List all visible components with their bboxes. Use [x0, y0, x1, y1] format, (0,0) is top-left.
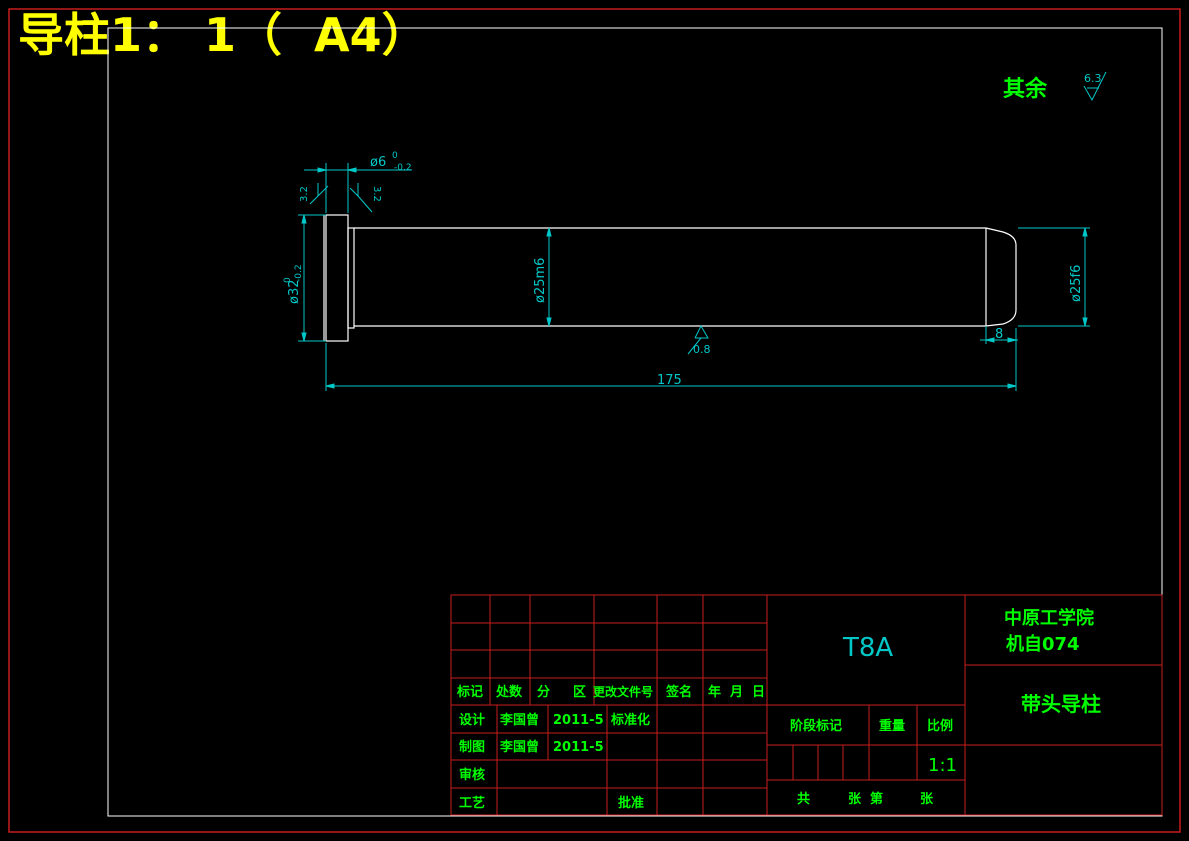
design-label: 设计 — [459, 712, 485, 728]
scale-value: 1:1 — [928, 755, 957, 776]
dimension-texts: ø6 0 -0.2 3.2 3.2 ø32 0 -0.2 ø25m6 ø25f6… — [283, 151, 1084, 388]
head-diameter-text: ø32 — [287, 280, 302, 305]
drawing-label: 制图 — [459, 739, 485, 755]
review-label: 审核 — [459, 767, 485, 783]
approve-label: 批准 — [618, 795, 644, 811]
stage-mark-label: 阶段标记 — [790, 718, 842, 734]
groove-width-lower-tol: -0.2 — [394, 163, 412, 173]
header-day: 日 — [752, 685, 765, 700]
outer-frame — [8, 8, 1181, 833]
inner-frame — [107, 27, 1163, 817]
material-label: T8A — [842, 633, 893, 663]
chamfer-length-dim: 8 — [995, 327, 1003, 342]
standardize-label: 标准化 — [610, 712, 650, 728]
sheets-total-label: 共 — [797, 791, 810, 807]
process-label: 工艺 — [459, 795, 485, 811]
header-count: 处数 — [495, 684, 523, 700]
total-length-dim: 175 — [657, 373, 682, 388]
undercut-groove — [347, 227, 355, 329]
header-zone-1: 分 — [537, 684, 550, 700]
designer-name: 李国曾 — [499, 712, 539, 728]
head-roughness-right: 3.2 — [371, 186, 382, 202]
title-block: T8A 中原工学院 机自074 带头导柱 标记 处数 分 区 更改文件号 签名 … — [450, 594, 1163, 816]
header-zone-2: 区 — [573, 685, 586, 700]
shaft-roughness-value: 0.8 — [693, 343, 711, 356]
header-month: 月 — [729, 685, 743, 700]
other-surfaces-label: 其余 — [1003, 76, 1048, 102]
drawing-scale-title: 导柱1： 1（ A4） — [18, 8, 428, 62]
header-year: 年 — [708, 684, 721, 700]
head-diameter-upper-tol: 0 — [283, 277, 293, 283]
groove-width-dim: ø6 — [370, 155, 386, 170]
design-date: 2011-5 — [553, 713, 604, 728]
scale-label: 比例 — [927, 718, 953, 734]
school-name: 中原工学院 — [1004, 607, 1094, 629]
header-change-doc: 更改文件号 — [593, 684, 653, 699]
roughness-symbol-icon — [1083, 71, 1107, 102]
header-signature: 签名 — [665, 684, 692, 700]
header-mark: 标记 — [456, 684, 483, 700]
drawer-name: 李国曾 — [499, 739, 539, 755]
dimension-lines — [298, 163, 1090, 391]
other-roughness-value: 6.3 — [1084, 72, 1102, 85]
head-diameter-lower-tol: -0.2 — [294, 264, 304, 282]
part-name: 带头导柱 — [1021, 692, 1101, 716]
class-name: 机自074 — [1006, 633, 1080, 655]
guide-pillar-head — [325, 214, 349, 342]
shaft-diameter-f6-dim: ø25f6 — [1069, 265, 1084, 302]
weight-label: 重量 — [879, 718, 905, 734]
groove-width-upper-tol: 0 — [392, 151, 398, 161]
general-roughness-note: 其余 6.3 — [1003, 71, 1107, 102]
head-roughness-left: 3.2 — [299, 186, 310, 202]
sheets-unit-label: 张 — [848, 792, 862, 807]
shaft-diameter-m6-dim: ø25m6 — [533, 258, 548, 303]
drawing-date: 2011-5 — [553, 740, 604, 755]
part-outline — [323, 214, 1017, 342]
shaft-chamfered-end — [985, 227, 1017, 327]
sheet-unit-label: 张 — [920, 792, 934, 807]
sheet-number-label: 第 — [870, 791, 883, 807]
head-diameter-dim: ø32 0 -0.2 — [283, 264, 304, 304]
